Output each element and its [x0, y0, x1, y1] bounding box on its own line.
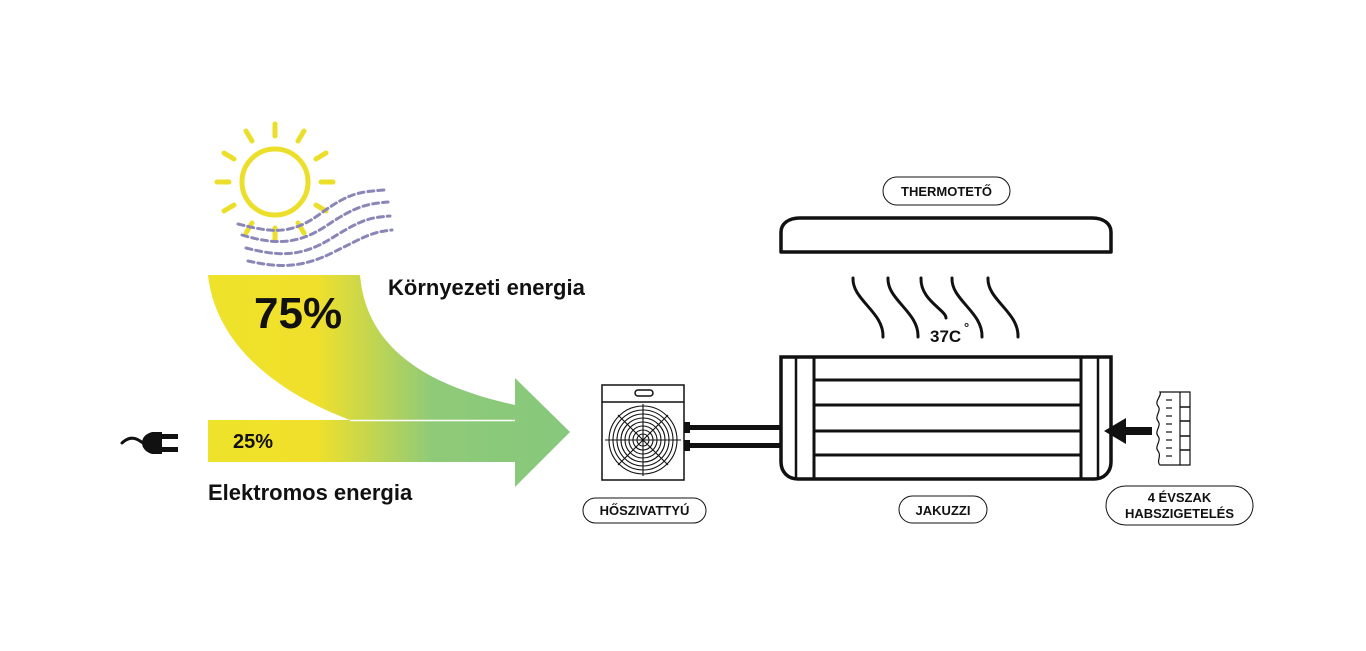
jacuzzi-label-pill: JAKUZZI	[898, 495, 988, 524]
jacuzzi-label: JAKUZZI	[916, 503, 971, 518]
insulation-label-line1: 4 ÉVSZAK	[1148, 490, 1212, 505]
heat-waves-icon	[236, 188, 394, 267]
insulation-label-pill: 4 ÉVSZAK HABSZIGETELÉS	[1105, 485, 1254, 526]
insulation-label-line2: HABSZIGETELÉS	[1125, 506, 1234, 521]
heat-pump-label: HŐSZIVATTYÚ	[600, 503, 690, 518]
environmental-flow-band	[208, 275, 570, 487]
insulation-arrow	[1104, 418, 1152, 444]
fan-icon	[605, 404, 681, 476]
electric-energy-label: Elektromos energia	[208, 480, 413, 505]
water-temperature: 37C	[930, 327, 961, 346]
energy-flow-arrow	[208, 275, 570, 487]
environmental-energy-label: Környezeti energia	[388, 275, 586, 300]
plug-icon	[120, 432, 178, 454]
pipes	[684, 422, 780, 451]
jacuzzi-tub	[779, 355, 1113, 481]
heat-pump-label-pill: HŐSZIVATTYÚ	[582, 497, 707, 524]
thermo-cover-lid	[779, 216, 1113, 254]
heat-pump-unit	[601, 384, 685, 481]
sun-icon	[214, 121, 336, 243]
electric-percent: 25%	[233, 431, 273, 453]
thermo-cover-label: THERMOTETŐ	[901, 184, 992, 199]
foam-insulation-icon	[1156, 391, 1191, 466]
steam-icon	[851, 276, 1020, 339]
environmental-percent: 75%	[254, 289, 342, 338]
degree-symbol: °	[964, 320, 969, 335]
thermo-cover-label-pill: THERMOTETŐ	[882, 176, 1011, 206]
